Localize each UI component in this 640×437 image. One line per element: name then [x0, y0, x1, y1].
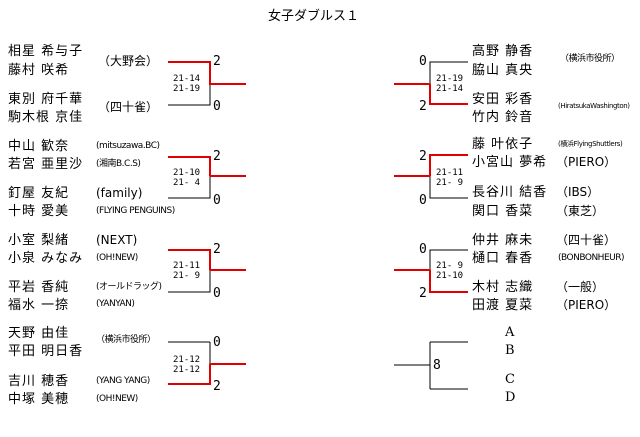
group-letter: B — [505, 343, 515, 358]
player-name: 樋口 春香 — [472, 251, 534, 266]
player-name: 平岩 香純 — [8, 280, 70, 295]
match-result-top: 2 — [213, 54, 221, 69]
club-name: (BONBONHEUR) — [558, 253, 624, 263]
player-name: 中山 歓奈 — [8, 139, 70, 154]
group-letter: D — [505, 390, 516, 405]
club-name: (mitsuzawa.BC) — [96, 141, 160, 151]
club-name: (OH!NEW) — [96, 394, 138, 404]
player-name: 福水 一捺 — [8, 298, 70, 313]
club-name: （横浜市役所） — [96, 335, 156, 345]
player-name: 天野 由佳 — [8, 326, 70, 341]
player-name: 木村 志織 — [472, 280, 534, 295]
match-result-top: 0 — [419, 54, 427, 69]
club-name: (横浜FlyingShuttlers) — [558, 140, 623, 148]
player-name: 藤村 咲希 — [8, 63, 70, 78]
game-score: 21-11 21- 9 — [173, 261, 201, 281]
club-name: （四十雀） — [556, 233, 617, 247]
club-name: (OH!NEW) — [96, 253, 138, 263]
player-name: 駒木根 京佳 — [8, 110, 84, 125]
match-result-bottom: 0 — [419, 193, 427, 208]
player-name: 十時 愛美 — [8, 204, 70, 219]
match-result-top: 2 — [419, 149, 427, 164]
player-name: 長谷川 結香 — [472, 185, 548, 200]
player-name: 小泉 みなみ — [8, 251, 84, 266]
player-name: 藤 叶依子 — [472, 137, 534, 152]
group-number: 8 — [433, 358, 441, 373]
game-score: 21-10 21- 4 — [173, 168, 201, 188]
match-result-top: 0 — [213, 335, 221, 350]
player-name: 安田 彩香 — [472, 92, 534, 107]
match-result-bottom: 2 — [213, 379, 221, 394]
club-name: （横浜市役所） — [560, 54, 620, 64]
player-name: 若宮 亜里沙 — [8, 157, 84, 172]
game-score: 21-11 21- 9 — [436, 168, 464, 188]
club-name: (オールドラッグ) — [96, 282, 162, 292]
player-name: 竹内 鈴音 — [472, 110, 534, 125]
club-name: （PIERO） — [556, 155, 617, 169]
player-name: 関口 香菜 — [472, 204, 534, 219]
player-name: 仲井 麻未 — [472, 233, 534, 248]
club-name: (FLYING PENGUINS) — [96, 206, 175, 216]
player-name: 吉川 穂香 — [8, 374, 70, 389]
match-result-bottom: 2 — [419, 286, 427, 301]
club-name: (YANYAN) — [96, 299, 135, 309]
match-result-top: 2 — [213, 242, 221, 257]
player-name: 釘屋 友紀 — [8, 186, 70, 201]
club-name: (HiratsukaWashington) — [558, 102, 630, 110]
club-name: （一般） — [556, 280, 605, 294]
group-8-lines — [394, 341, 468, 390]
player-name: 小室 梨緒 — [8, 233, 70, 248]
match-result-top: 2 — [213, 149, 221, 164]
player-name: 小宮山 夢希 — [472, 155, 548, 170]
player-name: 高野 静香 — [472, 44, 534, 59]
page-title: 女子ダブルス１ — [268, 9, 360, 24]
player-name: 相星 希与子 — [8, 44, 84, 59]
player-name: 脇山 真央 — [472, 63, 534, 78]
club-name: (YANG YANG) — [96, 376, 150, 386]
match-result-bottom: 2 — [419, 99, 427, 114]
group-letter: A — [505, 325, 515, 340]
player-name: 中塚 美穂 — [8, 392, 70, 407]
club-name: (NEXT) — [96, 233, 138, 247]
game-score: 21-14 21-19 — [173, 74, 201, 94]
match-result-top: 0 — [419, 242, 427, 257]
club-name: （PIERO） — [556, 298, 617, 312]
club-name: （大野会） — [98, 54, 159, 68]
match-result-bottom: 0 — [213, 193, 221, 208]
club-name: (family) — [96, 186, 143, 200]
club-name: （東芝） — [556, 204, 605, 218]
game-score: 21-12 21-12 — [173, 355, 201, 375]
club-name: (湘南B.C.S) — [96, 159, 141, 169]
club-name: （四十雀） — [98, 100, 159, 114]
player-name: 田渡 夏菜 — [472, 298, 534, 313]
player-name: 東別 府千華 — [8, 92, 84, 107]
group-letter: C — [505, 372, 515, 387]
match-result-bottom: 0 — [213, 286, 221, 301]
club-name: （IBS） — [556, 185, 600, 199]
game-score: 21-19 21-14 — [436, 74, 464, 94]
player-name: 平田 明日香 — [8, 344, 84, 359]
game-score: 21- 9 21-10 — [436, 261, 464, 281]
match-result-bottom: 0 — [213, 99, 221, 114]
